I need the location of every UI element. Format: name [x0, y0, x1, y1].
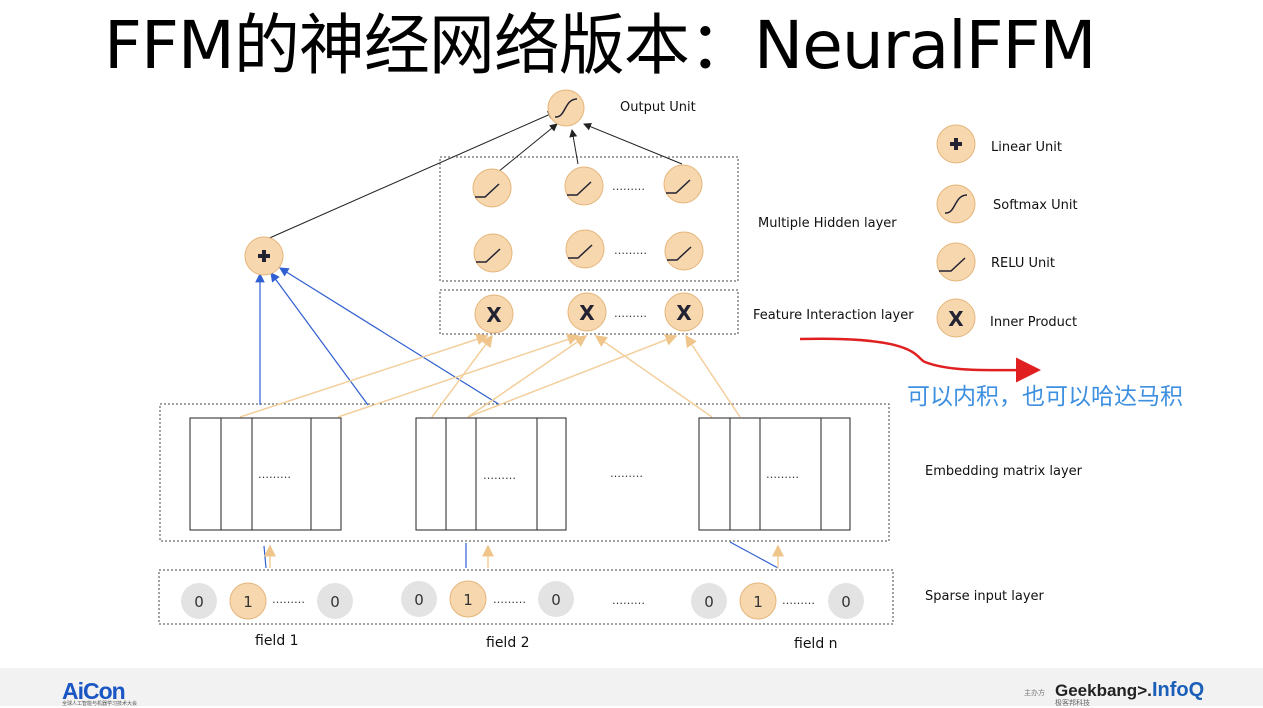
output-unit — [547, 89, 585, 127]
sparse-input-node: 1 — [229, 582, 267, 620]
output-unit-label: Output Unit — [620, 100, 696, 115]
infoq-logo: InfoQ — [1152, 679, 1205, 701]
legend-linear-label: Linear Unit — [991, 140, 1062, 155]
sparse-input-node: 0 — [828, 583, 864, 619]
output-edges — [264, 111, 683, 241]
sparse-ellipsis-1: ……… — [272, 593, 305, 606]
legend-inner-product-label: Inner Product — [990, 315, 1077, 330]
embedding-matrix-fieldn — [698, 417, 851, 531]
relu-unit — [663, 164, 703, 204]
embedding-ellipsis-1: ……… — [258, 468, 291, 481]
embedding-ellipsis-2: ……… — [483, 469, 516, 482]
svg-text:0: 0 — [414, 591, 424, 609]
sparse-input-node: 1 — [449, 580, 487, 618]
relu-unit — [565, 229, 605, 269]
geekbang-subtitle: 极客邦科技 — [1055, 700, 1090, 707]
svg-text:0: 0 — [551, 591, 561, 609]
field-label: field 1 — [255, 633, 299, 649]
sparse-input-node: 1 — [739, 582, 777, 620]
svg-text:1: 1 — [753, 593, 763, 611]
hidden-ellipsis-2: ……… — [614, 244, 647, 257]
svg-text:X: X — [486, 303, 502, 327]
legend-linear-icon — [936, 124, 976, 164]
neural-ffm-diagram: ……… ……… ……… ……… ……… ……… X — [158, 89, 1183, 652]
svg-text:0: 0 — [704, 593, 714, 611]
relu-unit — [664, 231, 704, 271]
inner-product-unit: X — [474, 294, 514, 334]
svg-text:0: 0 — [841, 593, 851, 611]
svg-text:X: X — [948, 307, 964, 331]
embedding-layer-box — [159, 403, 890, 542]
sponsor-label: 主办方 — [1024, 690, 1045, 697]
inner-product-unit: X — [664, 292, 704, 332]
embedding-ellipsis-mid: ……… — [610, 467, 643, 480]
svg-text:0: 0 — [330, 593, 340, 611]
legend-softmax-icon — [936, 184, 976, 224]
legend: Linear Unit Softmax Unit RELU Unit X Inn… — [936, 124, 1078, 338]
relu-unit — [564, 166, 604, 206]
inner-product-unit: X — [567, 292, 607, 332]
interaction-layer-label: Feature Interaction layer — [753, 308, 914, 323]
interaction-ellipsis: ……… — [614, 307, 647, 320]
sparse-input-node: 0 — [181, 583, 217, 619]
hidden-layer-label: Multiple Hidden layer — [758, 216, 897, 231]
interaction-layer-box — [439, 289, 739, 335]
embedding-matrix-field2 — [415, 417, 567, 531]
geekbang-logo: Geekbang>. — [1055, 681, 1152, 700]
svg-text:X: X — [676, 301, 692, 325]
aicon-subtitle: 全球人工智能与机器学习技术大会 — [62, 701, 138, 707]
field-label: field 2 — [486, 635, 530, 651]
legend-relu-label: RELU Unit — [991, 256, 1055, 271]
annotation-text: 可以内积，也可以哈达马积 — [907, 384, 1183, 410]
sparse-ellipsis-2: ……… — [493, 593, 526, 606]
aicon-logo: AiCon — [62, 678, 126, 704]
sparse-input-node: 0 — [317, 583, 353, 619]
linear-unit — [244, 236, 284, 276]
relu-unit — [472, 168, 512, 208]
sparse-layer-box — [158, 569, 894, 625]
annotation-arrow — [799, 337, 1041, 383]
svg-text:0: 0 — [194, 593, 204, 611]
relu-unit — [473, 233, 513, 273]
hidden-layer-box — [439, 156, 739, 282]
hidden-ellipsis-1: ……… — [612, 180, 645, 193]
svg-text:1: 1 — [463, 591, 473, 609]
sparse-input-node: 0 — [401, 581, 437, 617]
sparse-input-node: 0 — [538, 581, 574, 617]
sparse-ellipsis-n: ……… — [782, 594, 815, 607]
embedding-ellipsis-n: ……… — [766, 468, 799, 481]
interaction-edges — [239, 333, 784, 568]
sparse-layer-label: Sparse input layer — [925, 589, 1045, 604]
embedding-matrix-field1 — [189, 417, 342, 531]
field-label: field n — [794, 636, 838, 652]
slide-title: FFM的神经网络版本：NeuralFFM — [104, 7, 1096, 84]
sparse-ellipsis-mid: ……… — [612, 594, 645, 607]
legend-softmax-label: Softmax Unit — [993, 198, 1078, 213]
svg-text:X: X — [579, 301, 595, 325]
legend-relu-icon — [936, 242, 976, 282]
footer-bar — [0, 668, 1263, 706]
legend-inner-product-icon: X — [936, 298, 976, 338]
sparse-input-node: 0 — [691, 583, 727, 619]
svg-text:1: 1 — [243, 593, 253, 611]
embedding-layer-label: Embedding matrix layer — [925, 464, 1083, 479]
